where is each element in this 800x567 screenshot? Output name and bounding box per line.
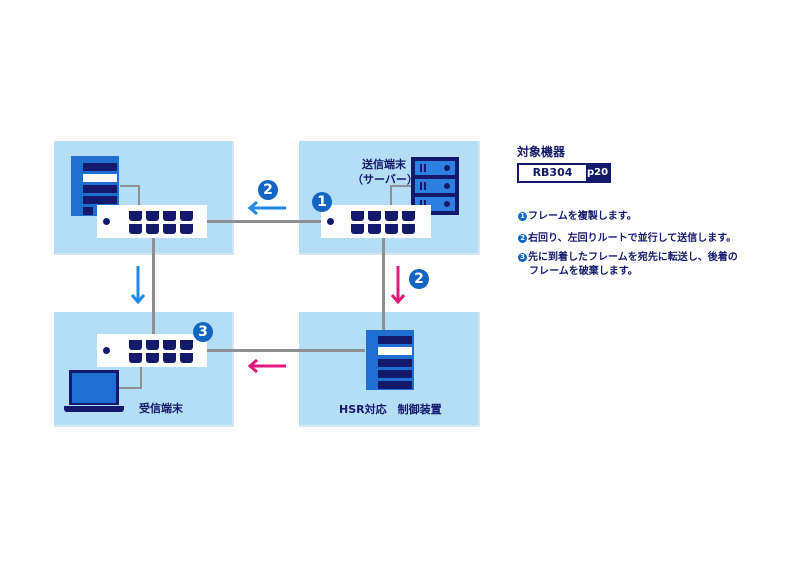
link-tr-h (391, 185, 411, 187)
hsr-controller-icon (366, 330, 414, 390)
step-number: 2 (518, 234, 527, 243)
network-switch-icon (321, 205, 431, 238)
link-tl-h (120, 185, 139, 187)
wire-bottom (207, 349, 365, 352)
network-switch-icon (97, 205, 207, 238)
link-bl-v (140, 366, 142, 388)
link-tl-v (138, 185, 140, 205)
link-bl-h (119, 387, 142, 389)
step-number: 1 (518, 212, 527, 221)
target-device-badge: RB304 p20 (517, 163, 611, 183)
target-device-model: RB304 (532, 166, 573, 179)
target-device-page: p20 (586, 165, 609, 181)
step-number: 3 (518, 253, 527, 262)
wire-top (207, 220, 322, 223)
server-rack-icon (411, 157, 459, 215)
target-device-title: 対象機器 (517, 145, 566, 159)
laptop-icon (69, 370, 119, 405)
sender-sublabel: （サーバー） (352, 173, 418, 186)
hsr-controller-label: HSR対応 制御装置 (339, 403, 442, 416)
step-2-badge-right: 2 (409, 269, 429, 289)
network-switch-icon (97, 334, 207, 367)
arrow-left-blue-icon (247, 201, 286, 215)
laptop-base-icon (64, 406, 124, 412)
arrow-left-pink-icon (247, 359, 286, 373)
receiver-label: 受信端末 (139, 402, 183, 415)
step-2-badge-top: 2 (258, 180, 278, 200)
step-3-badge: 3 (193, 322, 213, 342)
wire-left (152, 238, 155, 334)
arrow-down-pink-icon (391, 266, 405, 305)
sender-label: 送信端末 (362, 158, 406, 171)
step-1-badge: 1 (312, 192, 332, 212)
link-tr-v (390, 185, 392, 205)
arrow-down-blue-icon (131, 266, 145, 305)
wire-right (382, 238, 385, 331)
